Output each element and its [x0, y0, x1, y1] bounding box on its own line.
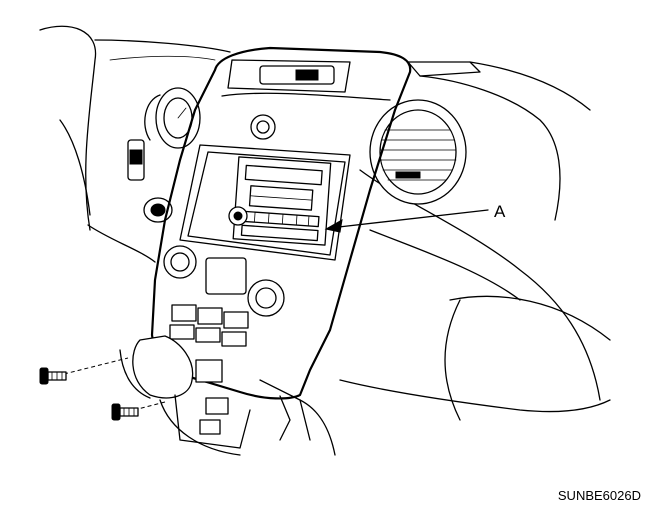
mounting-screw-upper: [39, 357, 129, 385]
dashboard-outline: [39, 25, 611, 456]
center-fascia-panel: [150, 46, 412, 400]
mounting-screw-lower: [111, 401, 166, 421]
shift-console: [119, 335, 311, 449]
figure-code: SUNBE6026D: [558, 488, 641, 503]
callout-a-label: A: [494, 202, 506, 221]
callout-a-leader: [324, 209, 489, 233]
air-vent: [369, 99, 467, 205]
